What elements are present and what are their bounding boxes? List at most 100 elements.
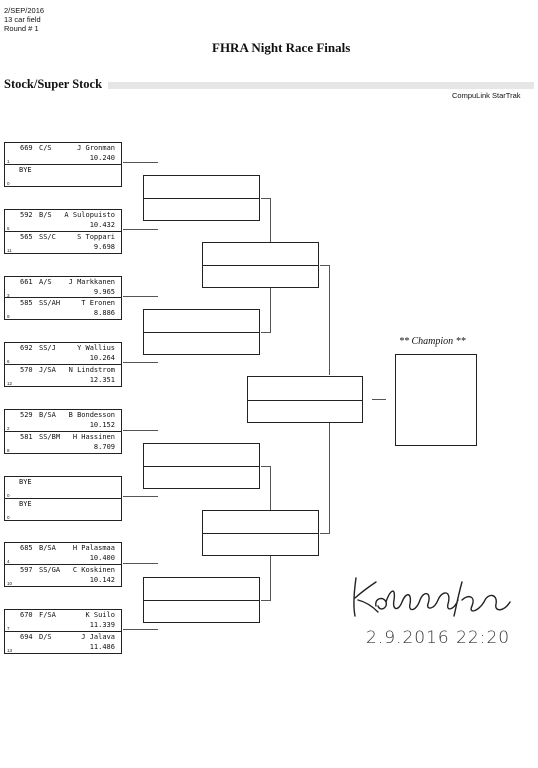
driver-name: J Jalava	[81, 633, 115, 641]
driver-name: A Sulopuisto	[64, 211, 115, 219]
seed-number: 13	[7, 648, 13, 653]
driver-name: T Eronen	[81, 299, 115, 307]
bracket-line	[261, 600, 271, 601]
car-number: 661	[20, 278, 33, 286]
car-number: 529	[20, 411, 33, 419]
round2-match-box	[143, 309, 260, 355]
entry-slot: 592 B/S A Sulopuisto 10.432 5	[4, 209, 122, 232]
driver-name: C Koskinen	[72, 566, 115, 574]
handwritten-date: 2.9.2016 22:20	[366, 628, 511, 648]
page-title: FHRA Night Race Finals	[212, 40, 351, 55]
entry-slot: 570 J/SA N Lindstrom 12.351 12	[4, 364, 122, 387]
bracket-line	[123, 362, 158, 363]
seed-number: 6	[7, 359, 10, 364]
entry-slot: 597 SS/GA C Koskinen 10.142 10	[4, 564, 122, 587]
driver-name: N Lindstrom	[68, 366, 115, 374]
car-class: F/SA	[39, 611, 56, 619]
driver-name: H Palasmaa	[72, 544, 115, 552]
bracket-line	[123, 162, 158, 163]
entry-slot: 661 A/S J Markkanen 9.965 3	[4, 276, 122, 299]
dial-in: 10.152	[89, 421, 115, 429]
driver-name: J Gronman	[77, 144, 115, 152]
car-number: 669	[20, 144, 33, 152]
seed-number: 0	[7, 493, 10, 498]
car-class: SS/BM	[39, 433, 61, 441]
round2-match-box	[143, 443, 260, 489]
champion-box	[395, 354, 477, 446]
bracket-line	[123, 629, 158, 630]
round3-match-box	[202, 510, 319, 556]
round2-match-box	[143, 175, 260, 221]
dial-in: 10.264	[89, 354, 115, 362]
bracket-line	[123, 563, 158, 564]
brand-label: CompuLink StarTrak	[452, 91, 521, 100]
dial-in: 10.142	[89, 576, 115, 584]
bracket-line	[270, 555, 271, 601]
car-class: SS/C	[39, 233, 56, 241]
bracket-line	[329, 423, 330, 534]
car-number: 597	[20, 566, 33, 574]
driver-name: K Suilo	[85, 611, 115, 619]
seed-number: 8	[7, 448, 10, 453]
seed-number: 1	[7, 159, 10, 164]
entry-slot: 585 SS/AH T Eronen 8.886 9	[4, 297, 122, 320]
bracket-line	[123, 430, 158, 431]
car-class: SS/GA	[39, 566, 61, 574]
seed-number: 11	[7, 248, 12, 253]
signature-icon	[353, 577, 511, 617]
car-number: 570	[20, 366, 33, 374]
header-round: Round # 1	[4, 24, 39, 33]
dial-in: 9.965	[93, 288, 115, 296]
entry-slot: 670 F/SA K Suilo 11.339 7	[4, 609, 122, 632]
seed-number: 12	[7, 381, 13, 386]
entry-slot: 581 SS/BM H Hassinen 8.709 8	[4, 431, 122, 454]
section-title: Stock/Super Stock	[4, 77, 103, 91]
entry-slot: 669 C/S J Gronman 10.240 1	[4, 142, 122, 165]
car-class: B/S	[39, 211, 52, 219]
bracket-line	[123, 229, 158, 230]
car-class: SS/J	[39, 344, 56, 352]
bracket-line	[320, 265, 330, 266]
champion-label: ** Champion **	[399, 336, 466, 347]
final-match-box	[247, 376, 363, 423]
section-divider	[108, 82, 534, 89]
seed-number: 5	[7, 226, 10, 231]
dial-in: 12.351	[89, 376, 115, 384]
bracket-line	[329, 265, 330, 375]
round3-match-box	[202, 242, 319, 288]
bracket-line	[270, 288, 271, 333]
car-class: B/SA	[39, 544, 56, 552]
bracket-line	[320, 533, 330, 534]
bye-label: BYE	[19, 500, 32, 508]
seed-number: 3	[7, 293, 10, 298]
bracket-line	[372, 399, 386, 400]
car-class: D/S	[39, 633, 52, 641]
bye-label: BYE	[19, 478, 32, 486]
car-number: 592	[20, 211, 33, 219]
dial-in: 8.709	[93, 443, 115, 451]
header-date: 2/SEP/2016	[4, 6, 45, 15]
bracket-line	[270, 466, 271, 511]
bracket-line	[261, 466, 271, 467]
car-number: 692	[20, 344, 33, 352]
entry-slot: BYE 0	[4, 476, 122, 499]
driver-name: B Bondesson	[68, 411, 115, 419]
seed-number: 10	[7, 581, 13, 586]
car-number: 685	[20, 544, 33, 552]
seed-number: 7	[7, 626, 10, 631]
seed-number: 0	[7, 515, 10, 520]
car-class: B/SA	[39, 411, 56, 419]
car-number: 585	[20, 299, 33, 307]
car-number: 565	[20, 233, 33, 241]
seed-number: 4	[7, 559, 10, 564]
entry-slot: 565 SS/C S Toppari 9.698 11	[4, 231, 122, 254]
dial-in: 10.400	[89, 554, 115, 562]
seed-number: 0	[7, 181, 10, 186]
dial-in: 11.339	[89, 621, 115, 629]
entry-slot: 694 D/S J Jalava 11.486 13	[4, 631, 122, 654]
seed-number: 9	[7, 314, 10, 319]
bracket-line	[261, 198, 271, 199]
bracket-line	[261, 332, 271, 333]
car-class: A/S	[39, 278, 52, 286]
dial-in: 11.486	[89, 643, 115, 651]
